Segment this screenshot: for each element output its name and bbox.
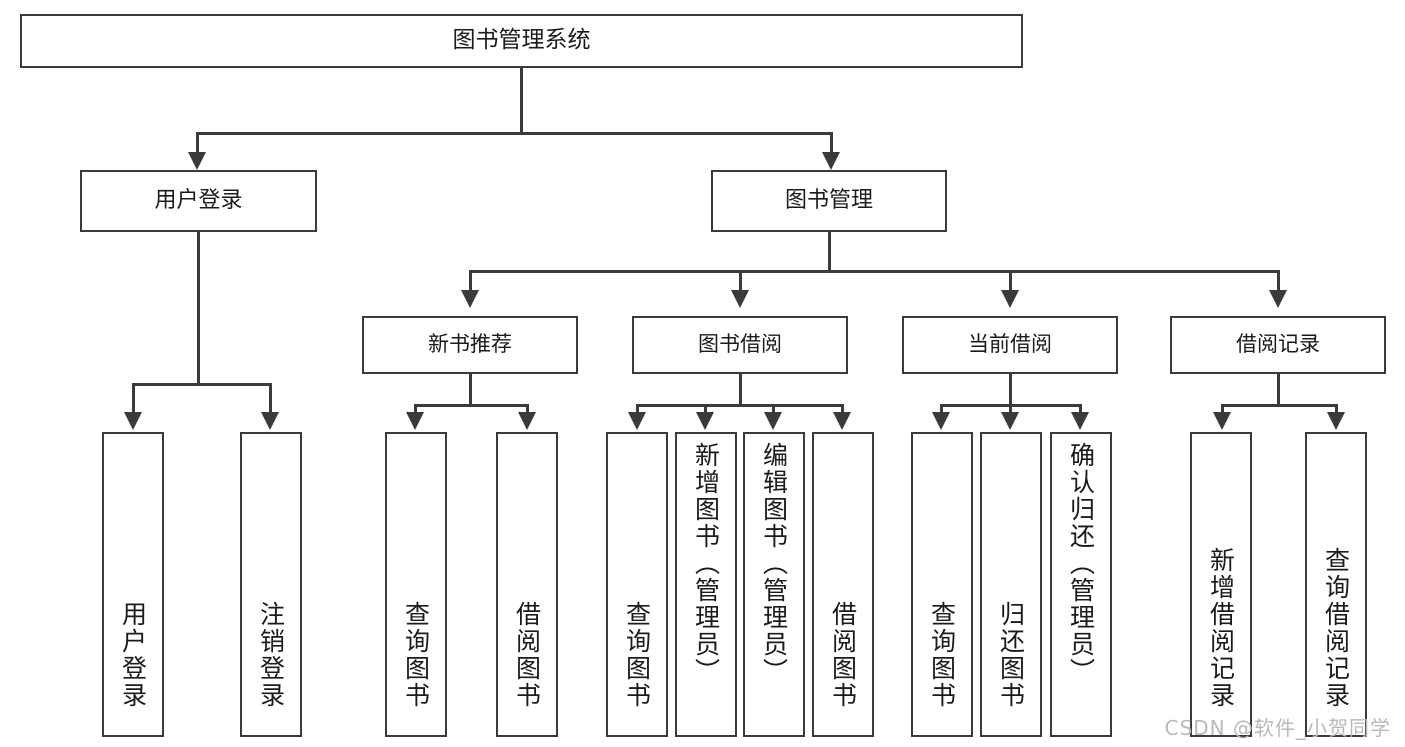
node-label: 图书管理系统 xyxy=(452,27,591,54)
edge-borrow-record-bus xyxy=(1221,404,1338,407)
node-label: 注销登录 xyxy=(256,601,286,709)
arrow-to-leaf-query-book-3 xyxy=(932,412,950,430)
edge-book-borrow-to-leaf-4 xyxy=(841,404,844,418)
node-label: 查询图书 xyxy=(927,601,957,709)
edge-book-borrow-to-leaf-3 xyxy=(772,404,775,418)
node-label: 新增图书（管理员） xyxy=(691,442,721,685)
arrow-to-leaf-return-book xyxy=(1001,412,1019,430)
arrow-to-borrow-record xyxy=(1269,290,1287,308)
arrow-to-book-borrow xyxy=(731,290,749,308)
node-label: 查询图书 xyxy=(401,601,431,709)
leaf-confirm-return-admin[interactable]: 确认归还（管理员） xyxy=(1050,432,1112,737)
node-label: 用户登录 xyxy=(154,187,243,213)
edge-current-borrow-stem xyxy=(1009,374,1012,406)
node-book-borrow[interactable]: 图书借阅 xyxy=(632,316,848,374)
edge-borrow-record-to-leaf-1 xyxy=(1221,404,1224,418)
node-label: 借阅记录 xyxy=(1236,332,1320,357)
node-new-book-recommend[interactable]: 新书推荐 xyxy=(362,316,578,374)
node-label: 查询借阅记录 xyxy=(1321,547,1351,709)
node-borrow-record[interactable]: 借阅记录 xyxy=(1170,316,1386,374)
leaf-add-borrow-record[interactable]: 新增借阅记录 xyxy=(1190,432,1252,737)
leaf-query-book-borrow[interactable]: 查询图书 xyxy=(606,432,668,737)
node-user-login[interactable]: 用户登录 xyxy=(80,170,317,232)
node-label: 图书管理 xyxy=(784,187,873,213)
node-label: 借阅图书 xyxy=(512,601,542,709)
edge-user-login-to-leaf-1 xyxy=(132,383,135,419)
edge-borrow-record-to-leaf-2 xyxy=(1335,404,1338,418)
node-root-system[interactable]: 图书管理系统 xyxy=(20,14,1023,68)
edge-book-borrow-to-leaf-1 xyxy=(636,404,639,418)
edge-book-borrow-stem xyxy=(739,374,742,406)
leaf-query-book-current[interactable]: 查询图书 xyxy=(911,432,973,737)
arrow-to-leaf-query-book-1 xyxy=(406,412,424,430)
edge-book-manage-to-new-book xyxy=(469,270,472,294)
leaf-logout[interactable]: 注销登录 xyxy=(240,432,302,737)
node-current-borrow[interactable]: 当前借阅 xyxy=(902,316,1118,374)
node-label: 借阅图书 xyxy=(828,601,858,709)
arrow-to-new-book-recommend xyxy=(461,290,479,308)
arrow-to-leaf-borrow-book-1 xyxy=(518,412,536,430)
arrow-to-leaf-add-book xyxy=(696,412,714,430)
arrow-to-book-manage xyxy=(822,152,840,170)
arrow-to-leaf-edit-book xyxy=(764,412,782,430)
leaf-user-login[interactable]: 用户登录 xyxy=(102,432,164,737)
arrow-to-leaf-user-login xyxy=(124,412,142,430)
arrow-to-leaf-query-record xyxy=(1327,412,1345,430)
arrow-to-user-login xyxy=(188,152,206,170)
edge-borrow-record-stem xyxy=(1277,374,1280,406)
edge-new-book-stem xyxy=(469,374,472,406)
arrow-to-leaf-logout xyxy=(261,412,279,430)
edge-new-book-bus xyxy=(414,404,529,407)
leaf-query-book-recommend[interactable]: 查询图书 xyxy=(385,432,447,737)
edge-new-book-to-leaf-1 xyxy=(414,404,417,418)
arrow-to-leaf-add-record xyxy=(1213,412,1231,430)
edge-root-to-user-login xyxy=(196,132,199,157)
node-label: 确认归还（管理员） xyxy=(1066,442,1096,685)
leaf-query-borrow-record[interactable]: 查询借阅记录 xyxy=(1305,432,1367,737)
edge-user-login-to-leaf-2 xyxy=(269,383,272,419)
node-label: 当前借阅 xyxy=(968,332,1052,357)
node-label: 用户登录 xyxy=(118,601,148,709)
edge-new-book-to-leaf-2 xyxy=(526,404,529,418)
node-label: 新书推荐 xyxy=(428,332,512,357)
arrow-to-leaf-confirm-return xyxy=(1071,412,1089,430)
edge-book-borrow-bus xyxy=(636,404,844,407)
edge-current-borrow-to-leaf-3 xyxy=(1079,404,1082,418)
node-label: 归还图书 xyxy=(996,601,1026,709)
node-label: 查询图书 xyxy=(622,601,652,709)
leaf-borrow-book-recommend[interactable]: 借阅图书 xyxy=(496,432,558,737)
node-label: 新增借阅记录 xyxy=(1206,547,1236,709)
edge-root-bus xyxy=(196,132,833,135)
edge-book-manage-to-record xyxy=(1277,270,1280,294)
arrow-to-leaf-borrow-book-2 xyxy=(833,412,851,430)
edge-book-manage-stem xyxy=(828,232,831,272)
arrow-to-current-borrow xyxy=(1001,290,1019,308)
csdn-watermark: CSDN @软件_小贺同学 xyxy=(1164,716,1391,740)
arrow-to-leaf-query-book-2 xyxy=(628,412,646,430)
edge-book-manage-bus xyxy=(469,270,1280,273)
leaf-borrow-book[interactable]: 借阅图书 xyxy=(812,432,874,737)
leaf-add-book-admin[interactable]: 新增图书（管理员） xyxy=(675,432,737,737)
node-book-management[interactable]: 图书管理 xyxy=(711,170,947,232)
leaf-edit-book-admin[interactable]: 编辑图书（管理员） xyxy=(743,432,805,737)
edge-book-borrow-to-leaf-2 xyxy=(704,404,707,418)
edge-book-manage-to-current xyxy=(1009,270,1012,294)
edge-user-login-bus xyxy=(132,383,272,386)
edge-book-manage-to-borrow xyxy=(739,270,742,294)
edge-user-login-stem xyxy=(197,232,200,385)
edge-current-borrow-to-leaf-2 xyxy=(1009,404,1012,418)
node-label: 编辑图书（管理员） xyxy=(759,442,789,685)
node-label: 图书借阅 xyxy=(698,332,782,357)
edge-current-borrow-to-leaf-1 xyxy=(940,404,943,418)
leaf-return-book[interactable]: 归还图书 xyxy=(980,432,1042,737)
edge-root-stem xyxy=(520,68,523,134)
edge-root-to-book-manage xyxy=(830,132,833,157)
